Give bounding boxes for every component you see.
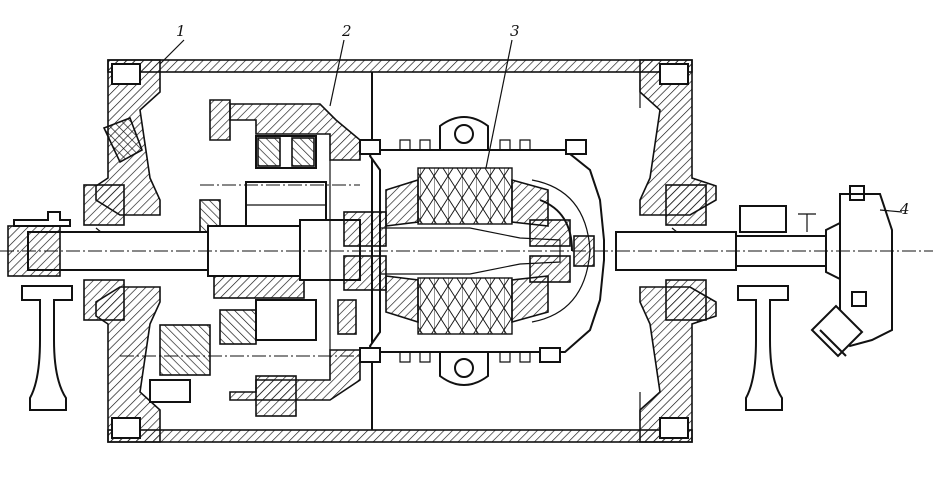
callout-3: 3 bbox=[485, 22, 520, 169]
callout-label-1: 1 bbox=[176, 22, 186, 40]
terminal-box bbox=[810, 185, 893, 358]
callout-2: 2 bbox=[329, 22, 352, 107]
gear-reducer bbox=[149, 99, 361, 417]
callout-4: 4 bbox=[879, 200, 910, 218]
right-mounting-bracket bbox=[737, 205, 816, 411]
right-end-flange bbox=[639, 59, 717, 443]
callout-label-2: 2 bbox=[341, 22, 352, 40]
callout-label-3: 3 bbox=[510, 22, 520, 40]
left-end-flange bbox=[83, 59, 161, 443]
callout-label-4: 4 bbox=[899, 200, 910, 218]
callout-1: 1 bbox=[159, 22, 186, 65]
